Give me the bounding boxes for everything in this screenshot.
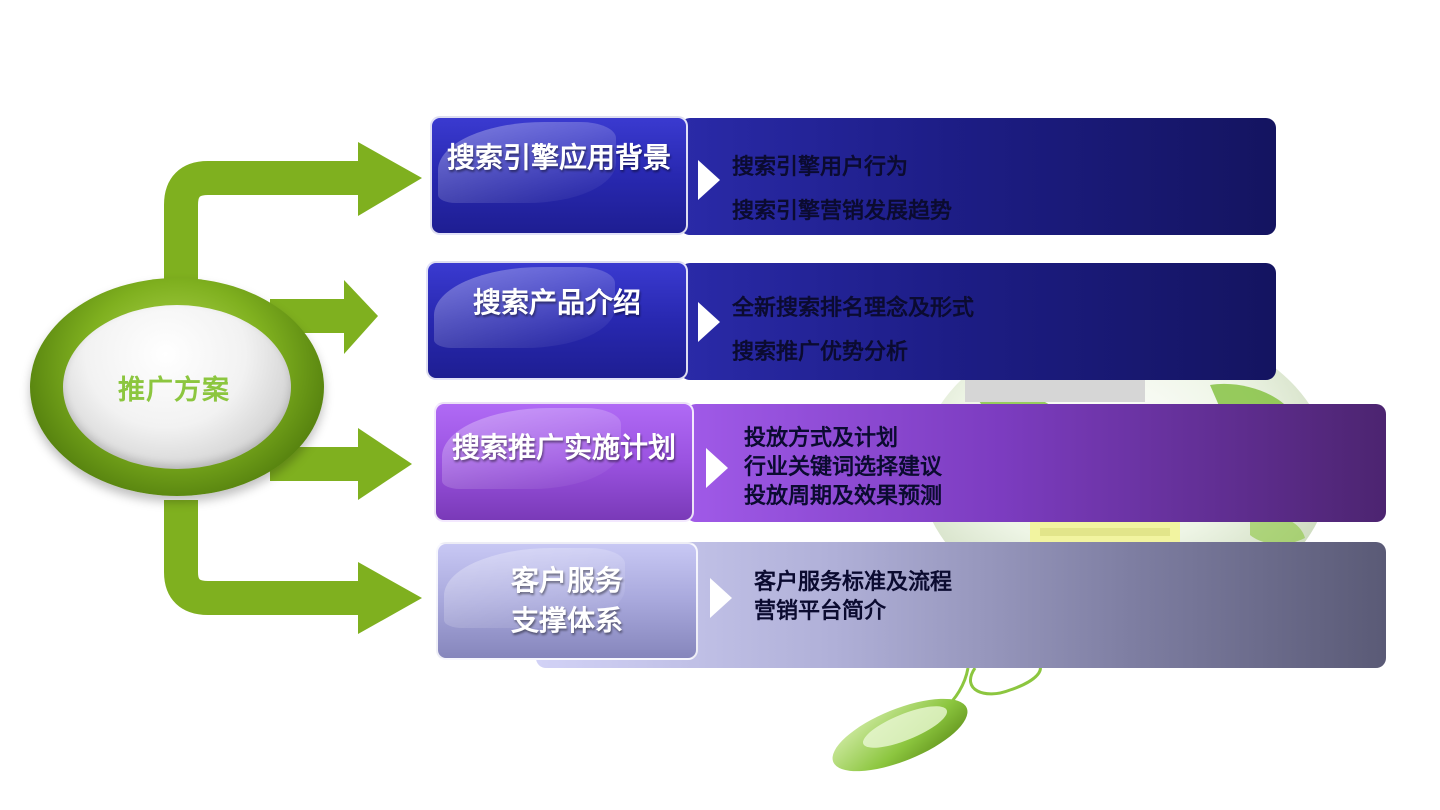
row-1-item-1: 搜索引擎用户行为 <box>732 155 909 180</box>
row-2-item-2: 搜索推广优势分析 <box>732 340 909 365</box>
arrowhead-row-2 <box>344 280 378 354</box>
row-4-header: 客户服务 支撑体系 <box>436 542 698 660</box>
central-hub: 推广方案 <box>30 278 324 496</box>
arrowhead-row-4 <box>358 562 422 634</box>
row-1-pointer-icon <box>698 160 720 200</box>
hub-label: 推广方案 <box>118 374 230 406</box>
row-4-item-1: 客户服务标准及流程 <box>754 570 953 595</box>
row-4-title-line-2: 支撑体系 <box>510 604 623 637</box>
row-3-title: 搜索推广实施计划 <box>451 431 676 464</box>
row-3-header: 搜索推广实施计划 <box>434 402 694 522</box>
row-2-pointer-icon <box>698 302 720 342</box>
arrowhead-row-1 <box>358 142 422 216</box>
computer-icon <box>965 380 1180 542</box>
central-hub-face: 推广方案 <box>63 305 291 469</box>
row-2-title: 搜索产品介绍 <box>472 286 641 319</box>
row-4-item-2: 营销平台简介 <box>754 599 887 624</box>
row-3-item-3: 投放周期及效果预测 <box>744 484 943 509</box>
row-4-items: 客户服务标准及流程 营销平台简介 <box>754 568 952 626</box>
row-3-item-2: 行业关键词选择建议 <box>744 455 943 480</box>
row-1-panel <box>680 118 1276 235</box>
row-1-item-2: 搜索引擎营销发展趋势 <box>732 199 953 224</box>
branch-arrowheads <box>344 142 422 634</box>
mouse-icon <box>832 658 1042 772</box>
row-4-title-line-1: 客户服务 <box>510 564 623 597</box>
row-4-pointer-icon <box>710 578 732 618</box>
row-2-header: 搜索产品介绍 <box>426 261 688 380</box>
row-3-pointer-icon <box>706 448 728 488</box>
row-1-title: 搜索引擎应用背景 <box>446 141 671 174</box>
row-3-items: 投放方式及计划 行业关键词选择建议 投放周期及效果预测 <box>744 424 942 511</box>
row-2-panel <box>680 263 1276 380</box>
row-3-panel <box>686 404 1386 522</box>
row-3-item-1: 投放方式及计划 <box>744 426 899 451</box>
arrowhead-row-3 <box>358 428 412 500</box>
row-2-item-1: 全新搜索排名理念及形式 <box>732 296 975 321</box>
row-1-header: 搜索引擎应用背景 <box>430 116 688 235</box>
row-1-items: 搜索引擎用户行为 搜索引擎营销发展趋势 <box>732 146 952 234</box>
row-2-items: 全新搜索排名理念及形式 搜索推广优势分析 <box>732 287 974 375</box>
